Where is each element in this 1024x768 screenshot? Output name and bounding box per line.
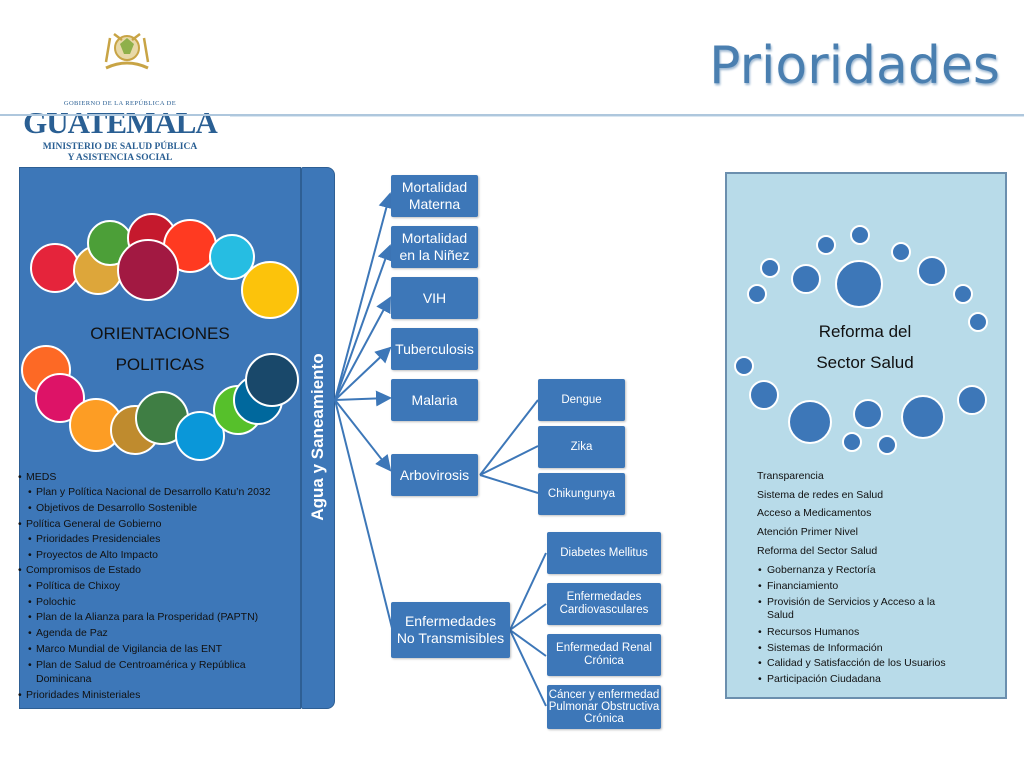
policy-item-plan-salud-cont: Dominicana <box>36 673 92 685</box>
coat-of-arms-icon <box>104 33 150 70</box>
node-arbovirosis: Arbovirosis <box>391 454 478 496</box>
reforma-item-provision: Provisión de Servicios y Acceso a la <box>757 596 997 609</box>
orientaciones-heading-line2: POLITICAS <box>115 355 205 374</box>
reforma-item-provision-cont: Salud <box>767 609 794 621</box>
node-mortalidad-ninez-l2: en la Niñez <box>399 247 470 263</box>
node-cardio-l2: Cardiovasculares <box>559 604 649 616</box>
ministry-logo: GOBIERNO DE LA REPÚBLICA DE GUATEMALA MI… <box>20 22 220 163</box>
reforma-heading: Reforma del Sector Salud <box>760 316 970 378</box>
node-dengue: Dengue <box>538 379 625 421</box>
header-divider-shadow <box>230 116 1024 117</box>
reforma-item-reforma: Reforma del Sector Salud <box>757 545 878 557</box>
reforma-item-sistemas-info: Sistemas de Información <box>757 642 997 655</box>
reforma-heading-line2: Sector Salud <box>816 353 914 372</box>
node-diabetes: Diabetes Mellitus <box>547 532 661 574</box>
logo-country: GUATEMALA <box>23 105 218 140</box>
node-vih: VIH <box>391 277 478 319</box>
node-renal-l2: Crónica <box>584 655 624 667</box>
reforma-item-transparencia: Transparencia <box>757 470 824 482</box>
reforma-item-redes: Sistema de redes en Salud <box>757 489 884 501</box>
reforma-item-calidad: Calidad y Satisfacción de los Usuarios <box>757 657 997 670</box>
policy-item-ent: Marco Mundial de Vigilancia de las ENT <box>26 643 310 656</box>
logo-ministry-line1: MINISTERIO DE SALUD PÚBLICA <box>42 142 198 152</box>
orientaciones-heading-line1: ORIENTACIONES <box>90 324 230 343</box>
node-cancer-l3: Crónica <box>584 713 624 725</box>
node-tuberculosis: Tuberculosis <box>391 328 478 370</box>
header-divider <box>0 114 1024 116</box>
page-title: Prioridades <box>709 36 1000 96</box>
policy-item-presidenciales: Prioridades Presidenciales <box>26 533 310 546</box>
reforma-item-participacion: Participación Ciudadana <box>757 673 997 686</box>
policy-item-chixoy: Política de Chixoy <box>26 580 310 593</box>
reforma-item-primer-nivel: Atención Primer Nivel <box>757 526 858 538</box>
policy-item-ministeriales: Prioridades Ministeriales <box>18 689 300 702</box>
node-cancer-l1: Cáncer y enfermedad <box>548 689 660 701</box>
policy-item-agenda-paz: Agenda de Paz <box>26 627 310 640</box>
node-malaria: Malaria <box>391 379 478 421</box>
reforma-heading-line1: Reforma del <box>818 322 912 341</box>
policy-item-polochic: Polochic <box>26 596 310 609</box>
node-ent-l2: No Transmisibles <box>396 630 505 646</box>
agua-saneamiento-bar <box>301 167 335 709</box>
node-ent-l1: Enfermedades <box>404 613 497 629</box>
policy-item-alto-impacto: Proyectos de Alto Impacto <box>26 549 310 562</box>
orientaciones-heading: ORIENTACIONES POLITICAS <box>40 318 280 380</box>
policy-item-paptn: Plan de la Alianza para la Prosperidad (… <box>26 611 310 624</box>
logo-ministry-line2: Y ASISTENCIA SOCIAL <box>67 153 173 163</box>
node-mortalidad-ninez-l1: Mortalidad <box>401 230 468 246</box>
policy-item-compromisos: Compromisos de Estado <box>18 564 300 577</box>
node-chikungunya: Chikungunya <box>538 473 625 515</box>
policy-item-ods: Objetivos de Desarrollo Sostenible <box>26 502 310 515</box>
node-renal-l1: Enfermedad Renal <box>556 642 652 654</box>
node-mortalidad-materna-l2: Materna <box>408 196 461 212</box>
reforma-item-financiamiento: Financiamiento <box>757 580 997 593</box>
node-cancer-l2: Pulmonar Obstructiva <box>548 701 660 713</box>
node-cardio-l1: Enfermedades <box>566 591 642 603</box>
node-mortalidad-materna-l1: Mortalidad <box>401 179 468 195</box>
agua-saneamiento-label: Agua y Saneamiento <box>308 353 327 521</box>
reforma-item-gobernanza: Gobernanza y Rectoría <box>757 564 997 577</box>
policy-item-meds: MEDS <box>18 471 300 484</box>
policy-item-pgg: Política General de Gobierno <box>18 518 300 531</box>
node-zika: Zika <box>538 426 625 468</box>
reforma-item-medicamentos: Acceso a Medicamentos <box>757 507 872 519</box>
policy-item-plan-salud: Plan de Salud de Centroamérica y Repúbli… <box>26 659 310 672</box>
logo-top-line: GOBIERNO DE LA REPÚBLICA DE <box>63 100 177 107</box>
policy-item-katun: Plan y Política Nacional de Desarrollo K… <box>26 486 310 499</box>
reforma-item-rrhh: Recursos Humanos <box>757 626 997 639</box>
